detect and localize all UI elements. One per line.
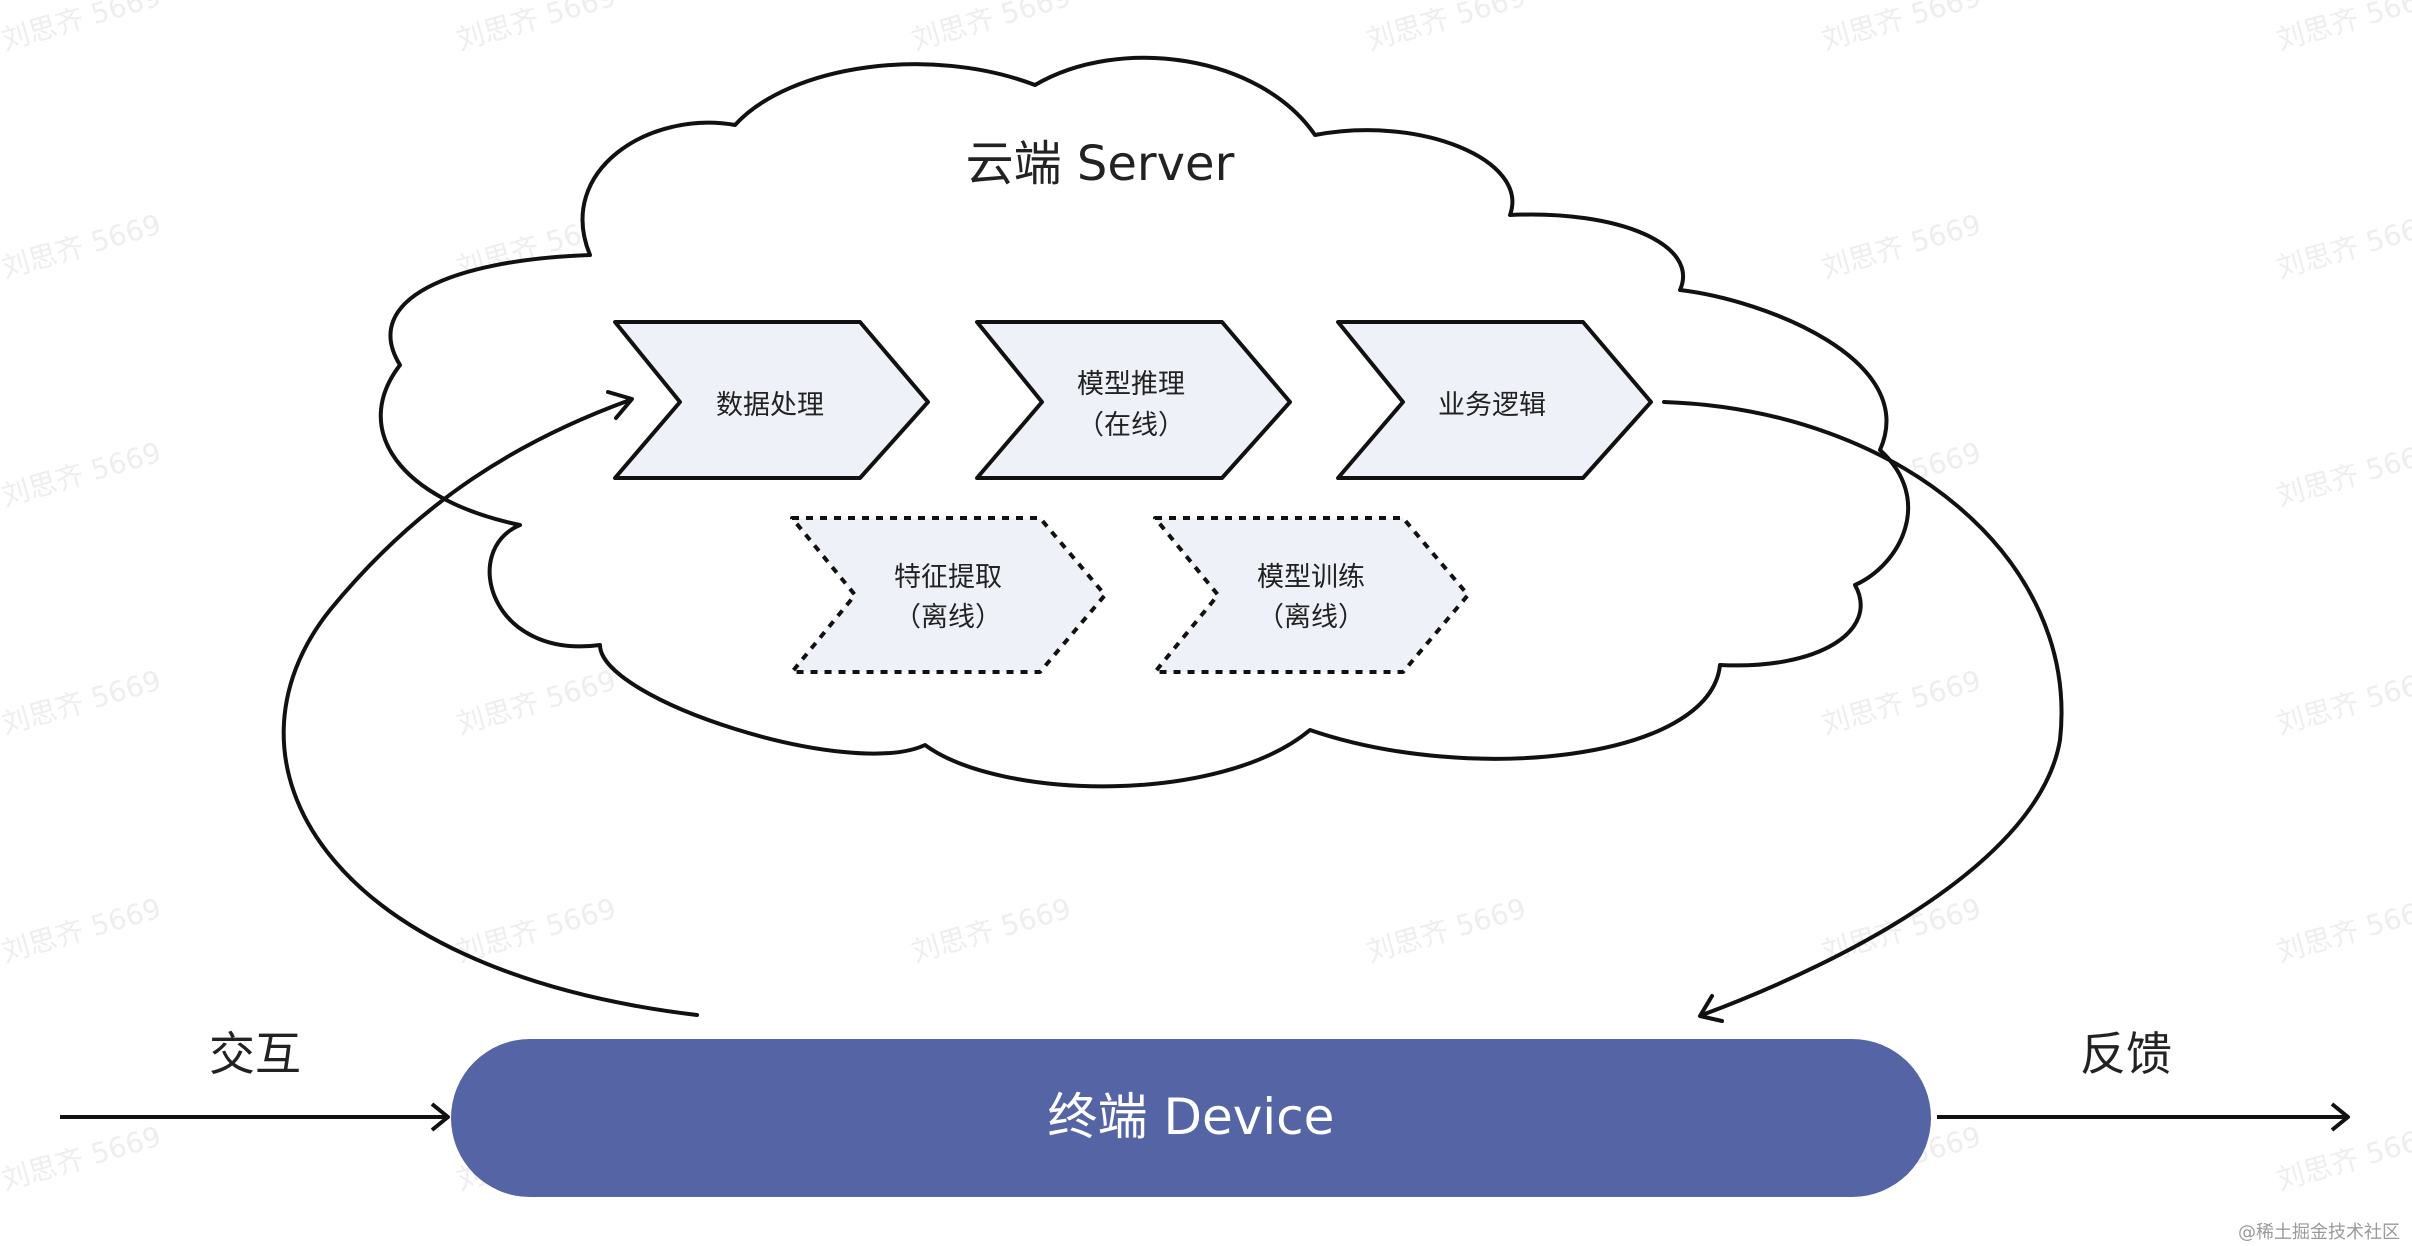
offline-step-sublabel: （离线） (894, 602, 1002, 633)
interaction-flow-arrow (281, 390, 699, 1017)
cloud-title: 云端 Server (966, 136, 1235, 192)
watermark-text: 刘思齐 5669 (0, 436, 165, 513)
feedback-flow-arrowhead (1698, 994, 1724, 1023)
offline-step-chevron (790, 516, 1107, 674)
watermark-text: 刘思齐 5669 (1363, 892, 1530, 969)
watermark-text: 刘思齐 5669 (1818, 892, 1985, 969)
feedback-flow-arrow (1662, 400, 2064, 1023)
watermark-text: 刘思齐 5669 (2273, 436, 2412, 513)
watermark-text: 刘思齐 5669 (0, 0, 165, 57)
watermark-text: 刘思齐 5669 (908, 0, 1075, 57)
offline-step-chevron (1153, 516, 1470, 674)
watermark-text: 刘思齐 5669 (2273, 208, 2412, 285)
online-step-chevron (975, 320, 1292, 480)
watermark-text: 刘思齐 5669 (0, 892, 165, 969)
online-step-data-processing: 数据处理 (613, 320, 930, 480)
online-step-label: 业务逻辑 (1438, 390, 1546, 421)
online-step-business-logic: 业务逻辑 (1336, 320, 1653, 480)
interaction-flow-arrowhead (606, 390, 634, 420)
watermark-text: 刘思齐 5669 (1818, 664, 1985, 741)
watermark-text: 刘思齐 5669 (2273, 664, 2412, 741)
offline-step-model-training: 模型训练 （离线） (1153, 516, 1470, 674)
watermark-text: 刘思齐 5669 (1363, 0, 1530, 57)
watermark-text: 刘思齐 5669 (0, 1120, 165, 1197)
watermark-text: 刘思齐 5669 (0, 664, 165, 741)
output-arrow-head (2330, 1102, 2350, 1132)
offline-step-label: 特征提取 (894, 562, 1002, 593)
watermark-text: 刘思齐 5669 (453, 664, 620, 741)
watermark-text: 刘思齐 5669 (0, 208, 165, 285)
online-step-sublabel: （在线） (1077, 410, 1185, 441)
interaction-flow-curve (281, 398, 699, 1017)
watermark-text: 刘思齐 5669 (1818, 0, 1985, 57)
online-step-model-inference: 模型推理 （在线） (975, 320, 1292, 480)
watermark-text: 刘思齐 5669 (1818, 208, 1985, 285)
device-pill (451, 1039, 1931, 1197)
interaction-label: 交互 (209, 1027, 301, 1081)
credit-text: @稀土掘金技术社区 (2238, 1222, 2400, 1243)
watermark-text: 刘思齐 5669 (2273, 892, 2412, 969)
watermark-text: 刘思齐 5669 (908, 892, 1075, 969)
watermark-text: 刘思齐 5669 (453, 892, 620, 969)
input-arrow-head (430, 1102, 450, 1132)
output-arrow (1937, 1102, 2350, 1132)
watermark-text: 刘思齐 5669 (453, 0, 620, 57)
online-step-chevron (1336, 320, 1653, 480)
feedback-label: 反馈 (2080, 1027, 2172, 1081)
online-step-label: 模型推理 (1077, 369, 1185, 400)
online-step-chevron (613, 320, 930, 480)
feedback-flow-curve (1662, 400, 2064, 1017)
offline-step-sublabel: （离线） (1257, 602, 1365, 633)
online-step-label: 数据处理 (716, 390, 824, 421)
offline-step-feature-extraction: 特征提取 （离线） (790, 516, 1107, 674)
watermark-text: 刘思齐 5669 (2273, 0, 2412, 57)
watermark-text: 刘思齐 5669 (2273, 1120, 2412, 1197)
device-label: 终端 Device (1048, 1088, 1335, 1146)
offline-step-label: 模型训练 (1257, 562, 1365, 593)
input-arrow (60, 1102, 450, 1132)
